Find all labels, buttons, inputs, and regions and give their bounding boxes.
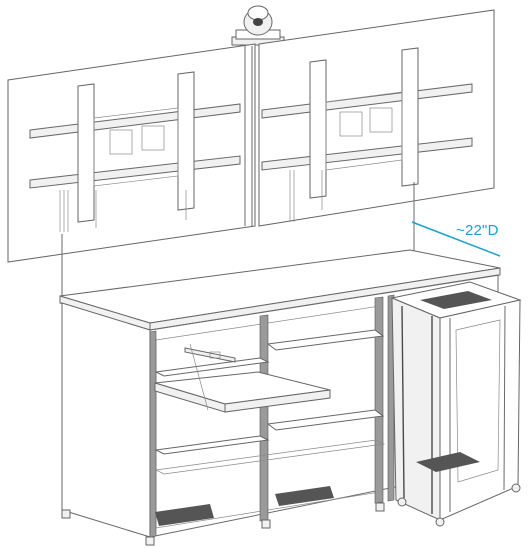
depth-dimension-line xyxy=(411,221,501,257)
shelves xyxy=(154,329,386,475)
ptz-camera xyxy=(231,5,285,46)
swing-out-rack xyxy=(390,281,522,527)
depth-dimension-label: ~22"D xyxy=(456,222,499,239)
keyboard-tray xyxy=(154,343,331,413)
floor-vents xyxy=(155,486,334,526)
right-display-mount xyxy=(261,47,473,222)
left-display-mount xyxy=(29,71,241,232)
leveling-feet xyxy=(61,502,385,546)
credenza-top xyxy=(59,249,501,331)
